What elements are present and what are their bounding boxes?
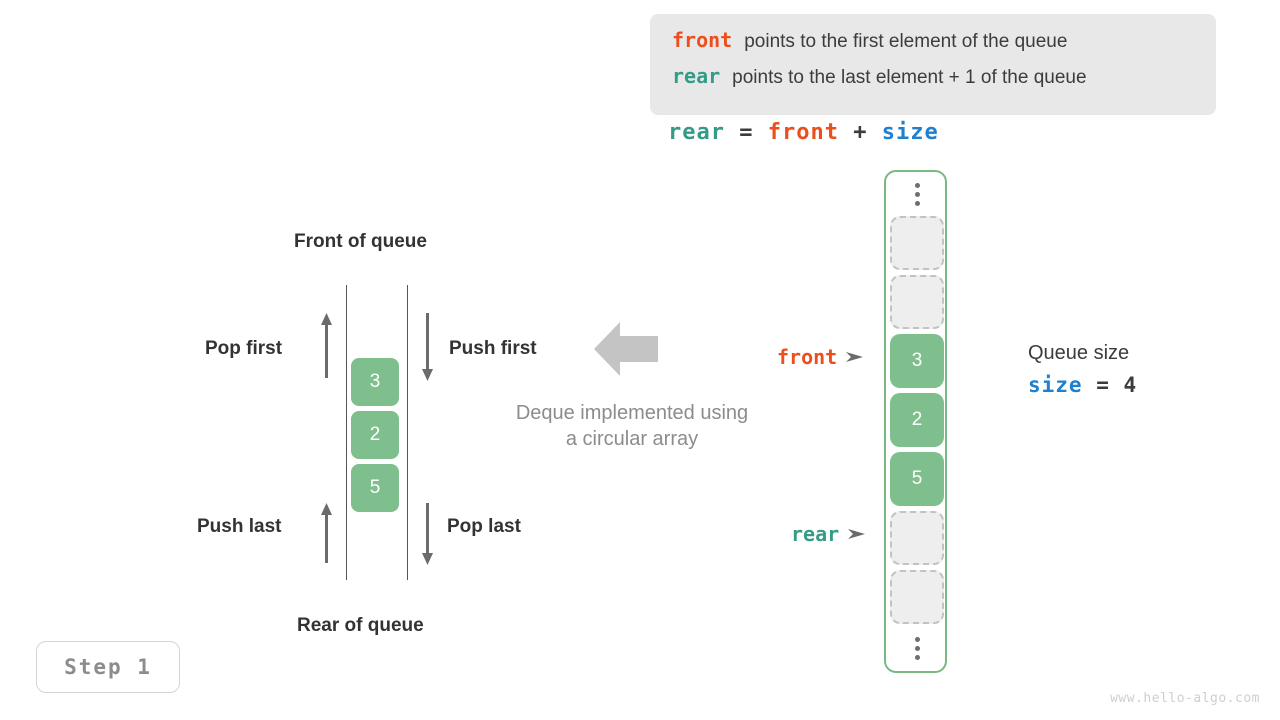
front-pointer-text: front <box>777 345 838 369</box>
pop-first-label: Pop first <box>205 338 283 359</box>
rear-of-queue-label: Rear of queue <box>297 615 424 636</box>
array-ellipsis-bottom-icon <box>886 628 949 668</box>
front-pointer-label: front <box>777 345 864 369</box>
push-first-label: Push first <box>449 338 537 359</box>
queue-size-note: Queue size size = 4 <box>1028 342 1137 397</box>
deque-caption: Deque implemented using a circular array <box>476 400 788 452</box>
deque-cell-stack: 3 2 5 <box>351 358 399 517</box>
array-slot <box>890 275 944 329</box>
rear-pointer-arrow-icon <box>848 529 866 539</box>
push-last-arrow-up-icon <box>321 503 332 563</box>
deque-rail-right <box>407 285 408 580</box>
legend-keyword-rear: rear <box>672 64 721 88</box>
queue-size-equals: = <box>1096 373 1110 397</box>
pop-last-arrow-down-icon <box>422 503 433 565</box>
watermark: www.hello-algo.com <box>1110 691 1260 706</box>
queue-size-expression: size = 4 <box>1028 373 1137 397</box>
formula-plus: + <box>853 120 868 145</box>
formula-size: size <box>881 120 939 145</box>
mapping-arrow-left-icon <box>594 322 658 376</box>
legend-text-front: points to the first element of the queue <box>744 31 1068 52</box>
formula-rear-equals-front-plus-size: rear = front + size <box>668 120 939 145</box>
push-last-label: Push last <box>197 516 282 537</box>
push-first-arrow-down-icon <box>422 313 433 381</box>
array-slot: 2 <box>890 393 944 447</box>
deque-caption-line-2: a circular array <box>565 428 699 450</box>
deque-rail-left <box>346 285 347 580</box>
step-badge: Step 1 <box>36 641 180 693</box>
pop-first-arrow-up-icon <box>321 313 332 378</box>
array-slot: 3 <box>890 334 944 388</box>
formula-front: front <box>767 120 839 145</box>
pop-last-label: Pop last <box>447 516 521 537</box>
legend-line-front: front points to the first element of the… <box>672 28 1194 64</box>
legend-line-rear: rear points to the last element + 1 of t… <box>672 64 1194 100</box>
array-ellipsis-top-icon <box>886 174 949 214</box>
rear-pointer-text: rear <box>791 522 840 546</box>
legend-text-rear: points to the last element + 1 of the qu… <box>732 67 1087 88</box>
deque-cell: 2 <box>351 411 399 459</box>
deque-caption-line-1: Deque implemented using <box>515 402 749 424</box>
legend-box: front points to the first element of the… <box>650 14 1216 115</box>
deque-cell: 3 <box>351 358 399 406</box>
front-pointer-arrow-icon <box>846 352 864 362</box>
front-of-queue-label: Front of queue <box>294 231 427 252</box>
array-slot <box>890 216 944 270</box>
array-slot: 5 <box>890 452 944 506</box>
formula-rear: rear <box>668 120 725 145</box>
deque-cell: 5 <box>351 464 399 512</box>
queue-size-variable: size <box>1028 373 1083 397</box>
queue-size-value: 4 <box>1123 373 1138 397</box>
array-slot <box>890 511 944 565</box>
circular-array-container: 3 2 5 <box>884 170 947 673</box>
queue-size-title: Queue size <box>1028 342 1130 364</box>
array-slot <box>890 570 944 624</box>
legend-keyword-front: front <box>672 28 733 52</box>
rear-pointer-label: rear <box>791 522 866 546</box>
formula-equals: = <box>739 120 754 145</box>
